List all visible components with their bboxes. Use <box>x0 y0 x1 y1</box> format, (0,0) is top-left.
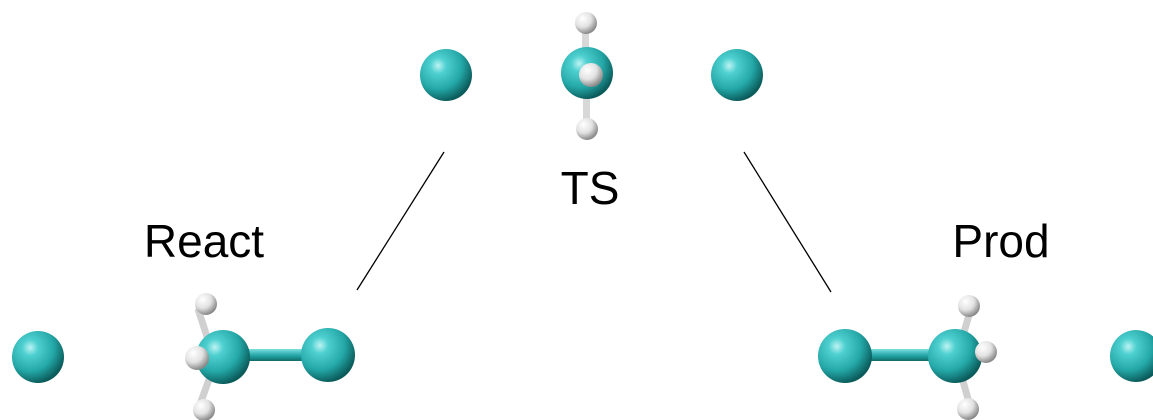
prod-lone-atom <box>1110 330 1153 382</box>
ts-right-atom <box>711 49 763 101</box>
prod-left-atom <box>818 329 872 383</box>
product-structure <box>818 295 1153 420</box>
connector-right <box>743 151 832 293</box>
react-hydrogen-top <box>195 293 217 315</box>
label-react: React <box>144 215 264 267</box>
label-prod: Prod <box>952 215 1049 267</box>
prod-hydrogen-right <box>975 341 997 363</box>
ts-bond-top <box>582 28 589 58</box>
prod-hydrogen-bottom <box>957 398 979 420</box>
ts-hydrogen-front <box>579 63 603 87</box>
connector-left <box>356 151 445 291</box>
ts-left-atom <box>420 49 472 101</box>
ts-hydrogen-top <box>575 12 597 34</box>
prod-carbon <box>928 329 982 383</box>
react-right-atom <box>301 328 355 382</box>
prod-hydrogen-top <box>958 295 980 317</box>
react-hydrogen-bottom <box>193 399 215 420</box>
react-hydrogen-front <box>185 346 209 370</box>
label-ts: TS <box>561 162 620 214</box>
ts-hydrogen-bottom <box>576 118 598 140</box>
reactant-structure <box>12 293 355 420</box>
ts-structure <box>420 12 763 140</box>
react-carbon <box>196 330 250 384</box>
react-lone-atom <box>12 331 64 383</box>
ts-bond-bottom <box>583 98 590 126</box>
